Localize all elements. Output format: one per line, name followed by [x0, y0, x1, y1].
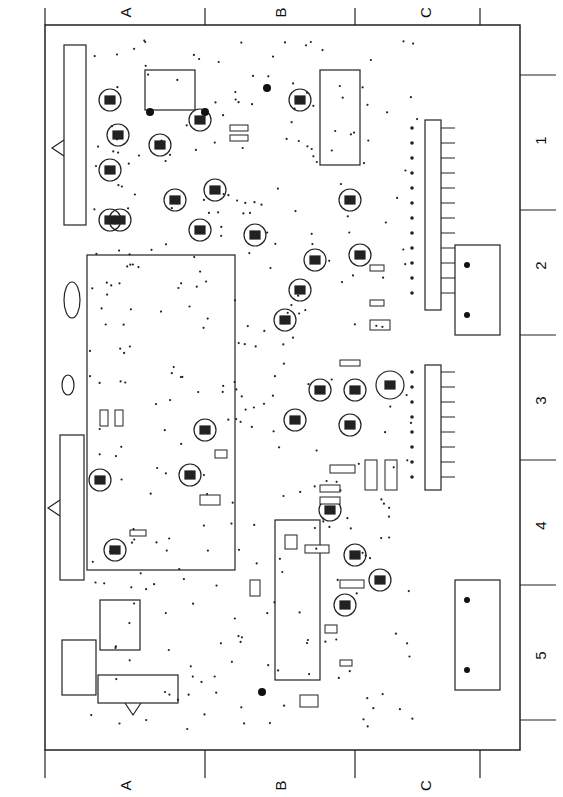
- capacitor-symbol: [99, 89, 121, 111]
- capacitor-symbol: [289, 279, 311, 301]
- capacitor-symbol: [104, 539, 126, 561]
- board-outline: [45, 25, 520, 750]
- capacitor-symbol: [99, 209, 121, 231]
- capacitor-symbol: [189, 219, 211, 241]
- resistor-symbol: [370, 265, 384, 271]
- capacitor-symbol: [304, 249, 326, 271]
- capacitor-symbol: [284, 409, 306, 431]
- resistor-symbol: [250, 580, 260, 596]
- capacitor-symbol: [274, 309, 296, 331]
- ic-package: [275, 520, 320, 680]
- resistor-symbol: [305, 545, 329, 553]
- grid-label: 4: [533, 521, 548, 529]
- grid-label: B: [272, 780, 287, 790]
- capacitor-symbol: [149, 134, 171, 156]
- resistor-symbol: [340, 360, 360, 366]
- grid-label: A: [117, 7, 132, 17]
- resistor-symbol: [100, 410, 108, 426]
- resistor-symbol: [330, 465, 355, 473]
- capacitor-symbol: [89, 469, 111, 491]
- grid-label: 5: [533, 651, 548, 659]
- capacitor-symbol: [179, 464, 201, 486]
- capacitor-symbol: [376, 371, 404, 399]
- capacitor-symbol: [349, 244, 371, 266]
- resistor-symbol: [230, 125, 248, 131]
- capacitor-symbol: [344, 544, 366, 566]
- connector-block: [455, 580, 500, 690]
- capacitor-symbol: [309, 379, 331, 401]
- resistor-symbol: [325, 625, 337, 633]
- connector-block: [455, 245, 500, 335]
- capacitor-symbol: [334, 594, 356, 616]
- connector-header: [64, 45, 86, 225]
- resistor-symbol: [285, 535, 297, 549]
- grid-label: B: [272, 7, 287, 17]
- connector-header: [60, 435, 84, 580]
- capacitor-symbol: [289, 89, 311, 111]
- grid-label: C: [418, 780, 433, 791]
- capacitor-symbol: [204, 179, 226, 201]
- pin-header: [425, 365, 441, 490]
- capacitor-symbol: [339, 414, 361, 436]
- capacitor-symbol: [99, 159, 121, 181]
- resistor-symbol: [200, 495, 220, 505]
- resistor-symbol: [340, 660, 352, 666]
- resistor-symbol: [365, 460, 377, 490]
- grid-label: 1: [533, 136, 548, 144]
- capacitor-symbol: [189, 109, 211, 131]
- resistor-symbol: [300, 695, 318, 707]
- capacitor-symbol: [194, 419, 216, 441]
- grid-label: A: [117, 780, 132, 790]
- capacitor-symbol: [369, 569, 391, 591]
- resistor-symbol: [215, 450, 227, 458]
- resistor-symbol: [340, 580, 364, 588]
- resistor-symbol: [370, 300, 384, 306]
- capacitor-symbol: [107, 124, 129, 146]
- resistor-symbol: [385, 460, 397, 490]
- capacitor-symbol: [244, 224, 266, 246]
- resistor-symbol: [130, 530, 146, 536]
- resistor-symbol: [370, 320, 390, 330]
- grid-label: 2: [533, 261, 548, 269]
- resistor-symbol: [230, 135, 248, 141]
- capacitor-symbol: [344, 379, 366, 401]
- capacitor-symbol: [339, 189, 361, 211]
- grid-label: 3: [533, 396, 548, 404]
- resistor-symbol: [115, 410, 123, 426]
- pin-header: [425, 120, 441, 310]
- capacitor-symbol: [164, 189, 186, 211]
- resistor-symbol: [320, 485, 340, 492]
- ic-package: [320, 70, 360, 165]
- grid-label: C: [418, 7, 433, 18]
- resistor-symbol: [320, 497, 340, 504]
- sub-board: [87, 255, 235, 570]
